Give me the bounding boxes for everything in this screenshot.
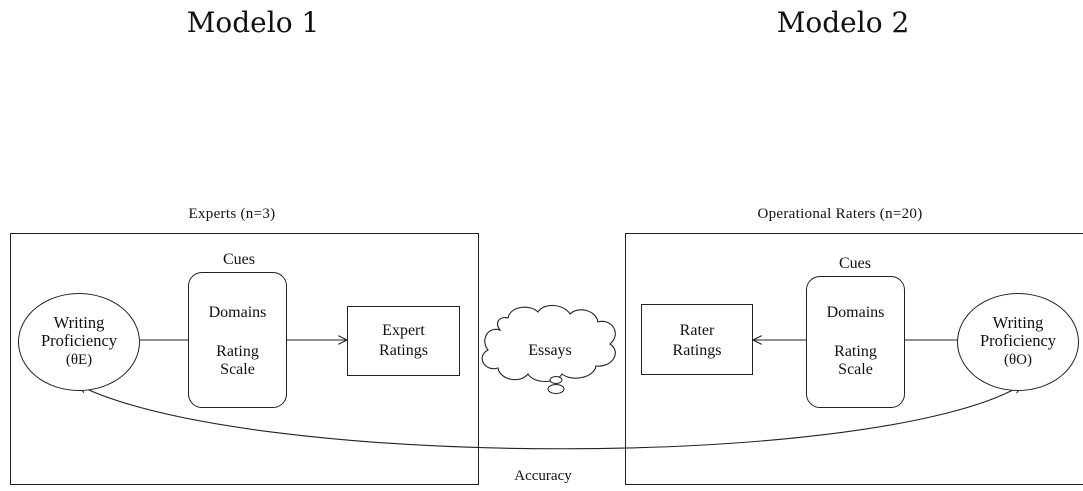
modelo-2-title: Modelo 2	[776, 6, 910, 39]
left-cues-label: Cues	[223, 251, 255, 268]
left-cues-scale: Scale	[220, 361, 255, 378]
left-cues-domains: Domains	[208, 304, 267, 321]
experts-panel-title: Experts (n=3)	[188, 206, 276, 222]
left-cues-box	[188, 272, 287, 408]
raters-panel-title: Operational Raters (n=20)	[757, 206, 923, 222]
right-cues-box	[806, 276, 905, 408]
modelo-1-title: Modelo 1	[186, 6, 320, 39]
rater-ratings-line1: Rater	[679, 322, 715, 339]
accuracy-label: Accuracy	[514, 468, 572, 484]
rater-ratings-line2: Ratings	[672, 342, 722, 359]
right-circle-line3: (θO)	[1003, 352, 1032, 368]
experts-panel	[10, 233, 479, 485]
left-circle-line2: Proficiency	[40, 331, 118, 350]
cloud-bubble-small	[549, 376, 563, 384]
right-cues-label: Cues	[839, 255, 871, 272]
accuracy-curve	[78, 385, 1022, 450]
right-cues-domains: Domains	[826, 304, 885, 321]
essays-label: Essays	[528, 342, 572, 359]
right-writing-proficiency-circle	[957, 293, 1079, 391]
expert-ratings-box	[347, 306, 460, 376]
rater-ratings-box	[641, 304, 753, 375]
right-cues-scale: Scale	[838, 361, 873, 378]
right-cues-rating: Rating	[834, 343, 877, 360]
cloud-bubble-large	[547, 384, 565, 394]
left-circle-line3: (θE)	[65, 352, 93, 368]
left-writing-proficiency-circle	[18, 293, 140, 391]
expert-ratings-line2: Ratings	[379, 342, 428, 359]
right-circle-line2: Proficiency	[979, 331, 1057, 350]
left-cues-rating: Rating	[216, 343, 259, 360]
essays-cloud	[481, 304, 616, 383]
expert-ratings-line1: Expert	[382, 322, 425, 339]
right-circle-line1: Writing	[992, 313, 1044, 332]
raters-panel	[625, 233, 1083, 485]
left-circle-line1: Writing	[53, 313, 105, 332]
